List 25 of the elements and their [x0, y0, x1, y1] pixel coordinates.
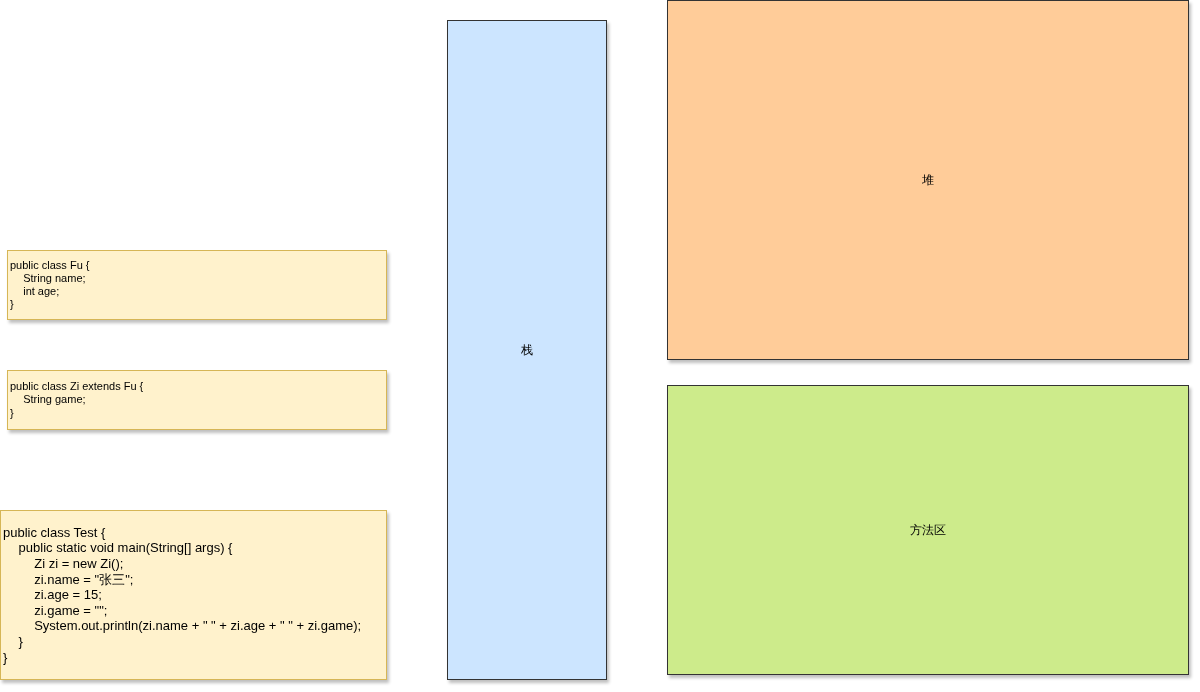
code-line: public class Fu {: [10, 258, 90, 272]
method-area: [667, 385, 1189, 675]
code-line: public static void main(String[] args) {: [17, 540, 233, 556]
area-label: 栈: [521, 341, 533, 359]
code-line: }: [10, 298, 14, 312]
code-line: public class Zi extends Fu {: [10, 380, 144, 394]
code-line: }: [17, 634, 23, 650]
code-line: }: [3, 649, 8, 666]
code-box: [0, 510, 387, 680]
code-line: zi.age = 15;: [33, 587, 102, 603]
code-line: Zi zi = new Zi();: [33, 556, 124, 572]
code-box: [7, 370, 387, 430]
code-line: }: [10, 406, 14, 420]
code-line: zi.name = "张三";: [33, 571, 134, 588]
stack-area: [447, 20, 607, 680]
code-line: zi.game = "";: [33, 602, 108, 619]
area-label: 方法区: [910, 521, 946, 539]
code-box: [7, 250, 387, 320]
area-label: 堆: [922, 171, 934, 189]
code-line: int age;: [22, 285, 60, 299]
code-line: System.out.println(zi.name + " " + zi.age + " " + zi.game);: [33, 618, 362, 634]
code-line: public class Test {: [3, 524, 106, 541]
code-line: String game;: [22, 393, 86, 407]
heap-area: [667, 0, 1189, 360]
code-line: String name;: [22, 271, 86, 285]
